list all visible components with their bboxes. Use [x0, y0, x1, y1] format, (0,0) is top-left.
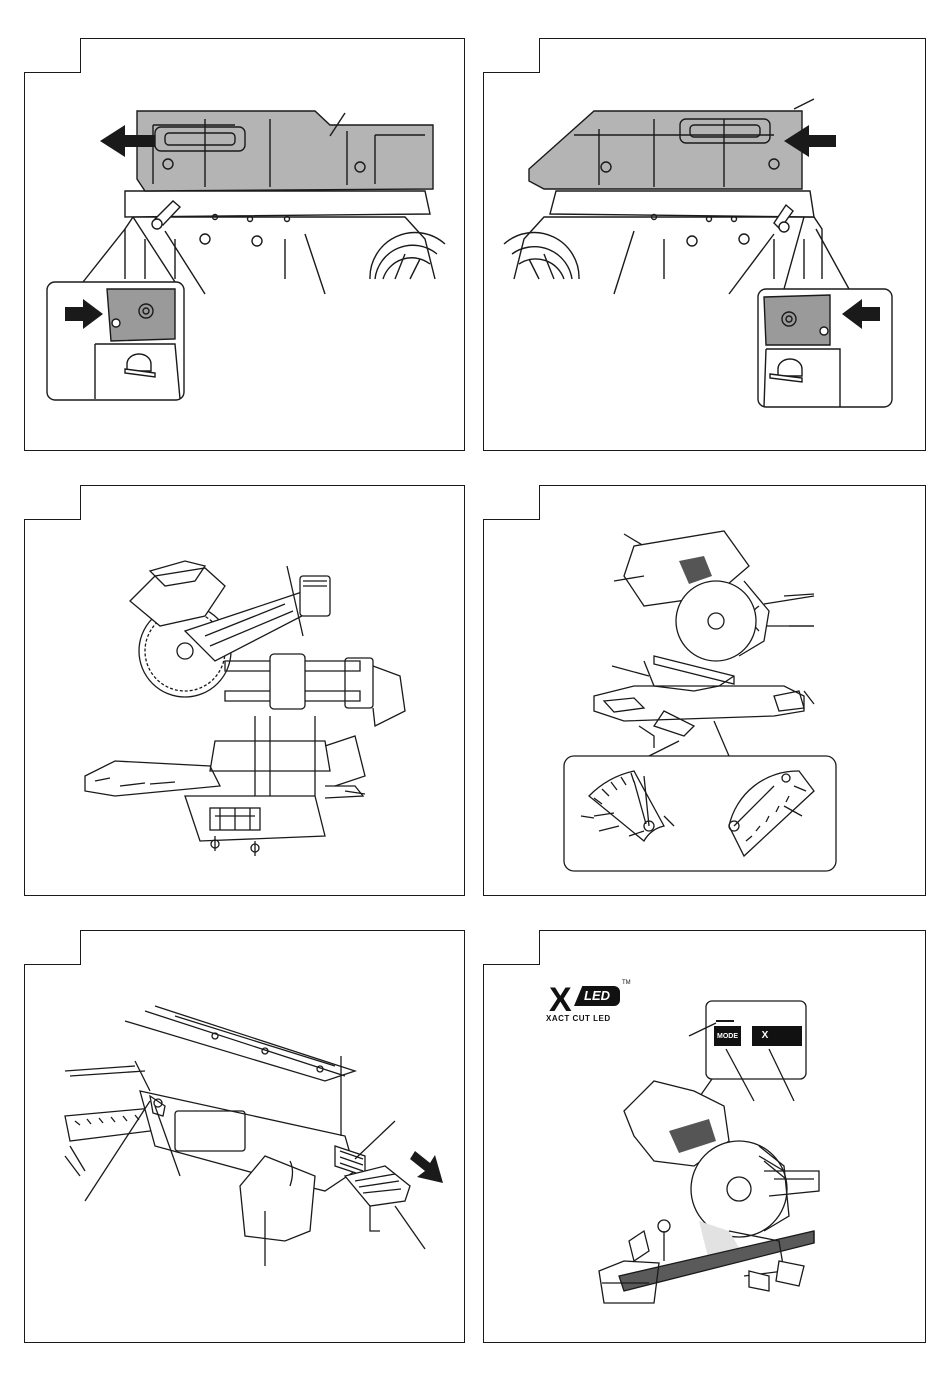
xact-cut-led-drawing [484, 931, 927, 1344]
handle-lock-drawing [25, 931, 466, 1344]
figure-panel-handle-lock [24, 930, 465, 1343]
x-led-button-label: X [754, 1030, 776, 1042]
guard-right-drawing [484, 39, 927, 452]
saw-overview-drawing [25, 486, 466, 897]
figure-panel-bevel-adjust [483, 485, 926, 896]
mode-button-label: MODE [716, 1032, 739, 1041]
bevel-adjust-drawing [484, 486, 927, 897]
figure-panel-guard-right [483, 38, 926, 451]
figure-panel-xact-cut-led: X LED TM XACT CUT LED MODE [483, 930, 926, 1343]
figure-panel-saw-overview [24, 485, 465, 896]
guard-left-drawing [25, 39, 466, 452]
figure-panel-guard-left [24, 38, 465, 451]
